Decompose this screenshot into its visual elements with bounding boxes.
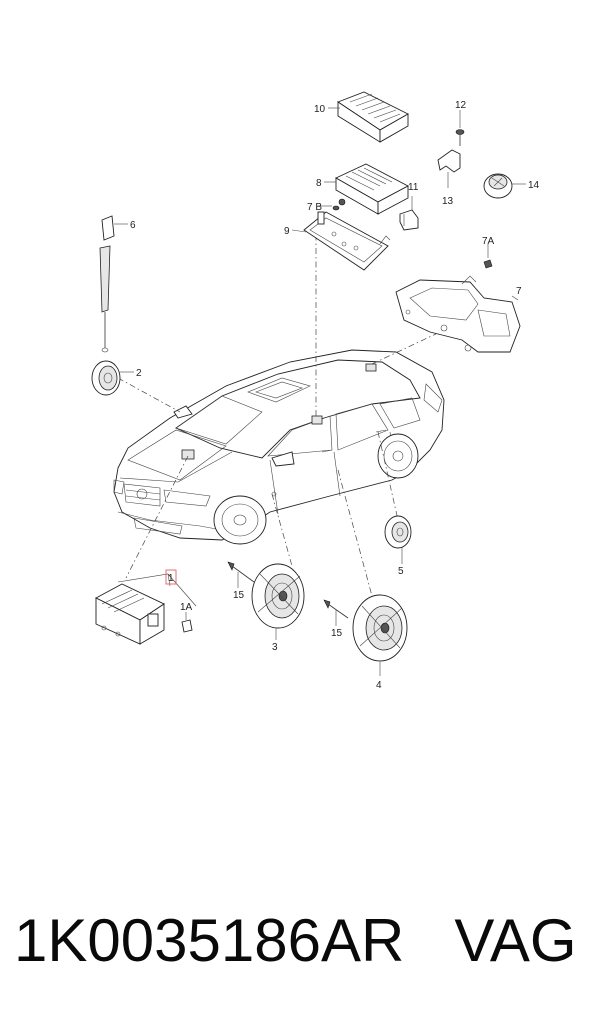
- callout-12: 12: [455, 100, 467, 111]
- part-15-screw-a: [227, 561, 255, 583]
- callout-4: 4: [376, 680, 382, 691]
- callout-15b: 15: [331, 628, 343, 639]
- footer: 1K0035186AR VAG: [0, 900, 600, 980]
- part-8-amplifier: [335, 163, 409, 215]
- callout-10: 10: [314, 104, 326, 115]
- part-12-screw: [455, 129, 465, 146]
- callout-2: 2: [136, 368, 142, 379]
- parts-diagram: 10 8 7 B 9 11 12 13 14 7A 7 6 2 1 1A 15 …: [91, 91, 540, 691]
- callout-8: 8: [316, 178, 322, 189]
- callout-14: 14: [528, 180, 540, 191]
- part-14-tweeter: [483, 173, 513, 199]
- part-5-tweeter: [384, 515, 412, 549]
- part-1a-nut: [181, 619, 193, 633]
- callout-13: 13: [442, 196, 454, 207]
- brand-label: VAG: [454, 906, 577, 974]
- part-7b-screw: [332, 205, 340, 211]
- callout-1-highlight: [165, 569, 177, 585]
- part-7a-clip: [483, 259, 493, 269]
- callout-7b: 7 B: [307, 202, 322, 213]
- part-6-antenna: [99, 215, 115, 353]
- callout-7a: 7A: [482, 236, 495, 247]
- callout-6: 6: [130, 220, 136, 231]
- part-number: 1K0035186AR: [14, 906, 405, 974]
- part-2-speaker: [91, 360, 121, 396]
- callout-9: 9: [284, 226, 290, 237]
- car-illustration: [113, 349, 445, 545]
- part-11-clip: [399, 209, 419, 231]
- callout-1: 1: [168, 573, 174, 584]
- callout-11: 11: [408, 182, 419, 193]
- part-15-screw-b: [323, 599, 349, 619]
- callout-5: 5: [398, 566, 404, 577]
- part-1-radio-module: [95, 583, 165, 645]
- part-9-bracket: [303, 211, 391, 271]
- part-13-bracket: [437, 149, 461, 173]
- part-7-tray: [395, 275, 521, 353]
- part-3-speaker: [251, 563, 305, 629]
- callout-1a: 1A: [180, 602, 193, 613]
- callout-7: 7: [516, 286, 522, 297]
- part-10-cover: [337, 91, 409, 143]
- callout-15a: 15: [233, 590, 245, 601]
- callout-ticks: [114, 107, 526, 676]
- leader-lines: [117, 236, 441, 607]
- callout-3: 3: [272, 642, 278, 653]
- part-4-speaker: [352, 594, 408, 662]
